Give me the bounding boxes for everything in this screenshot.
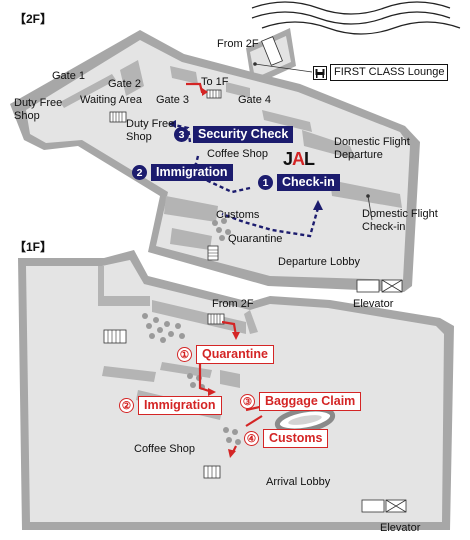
departure-step-checkin: 1 Check-in [258,174,340,191]
step-label: Check-in [277,174,340,191]
checkin-pointer [367,195,373,221]
elevator-lower-label: Elevator [380,522,421,534]
airline-logo: JAL [283,149,315,169]
gate-3-label: Gate 3 [156,94,190,106]
arrival-step-baggage-claim: ③ Baggage Claim [240,392,362,411]
gate-4-label: Gate 4 [238,94,272,106]
lounge-icon [313,65,327,80]
elevator-2f-symbol [356,279,403,293]
sea-waves [251,1,461,35]
from-2f-label-lower: From 2F [212,298,254,310]
domestic-flight-checkin-label: Domestic Flight Check-in [362,208,438,233]
arrival-step-customs: ④ Customs [244,429,329,448]
step-number: ④ [244,431,259,446]
step-label: Security Check [193,126,294,143]
step-number: 3 [174,127,189,142]
quarantine-upper-label: Quarantine [228,233,283,245]
people-icons-2f [212,218,231,241]
lower-floor-plan [18,250,454,530]
duty-free-shop-center-label: Duty Free Shop [126,118,175,143]
gate-1-label: Gate 1 [52,70,86,82]
step-number: ① [177,347,192,362]
coffee-shop-upper-label: Coffee Shop [207,148,268,160]
departure-step-security-check: 3 Security Check [174,126,294,143]
step-label: Immigration [151,164,233,181]
step-label: Customs [263,429,329,448]
step-number: ② [119,398,134,413]
floor-label-1f: 【1F】 [14,240,53,254]
first-class-lounge: FIRST CLASS Lounge [313,64,449,81]
people-icons-1f [142,313,241,445]
waiting-area-label: Waiting Area [80,94,142,106]
coffee-shop-lower-label: Coffee Shop [134,443,195,455]
floor-label-2f: 【2F】 [14,12,53,26]
customs-upper-label: Customs [216,209,260,221]
arrival-step-quarantine: ① Quarantine [177,345,274,364]
duty-free-shop-left-label: Duty Free Shop [14,97,63,122]
domestic-flight-departure-label: Domestic Flight Departure [334,136,410,161]
arrival-lobby-label: Arrival Lobby [266,476,331,488]
departure-step-immigration: 2 Immigration [132,164,233,181]
transfer-route-2f [186,82,208,96]
step-label: Baggage Claim [259,392,362,411]
step-number: 1 [258,175,273,190]
step-number: ③ [240,394,255,409]
from-2f-label-upper: From 2F [217,38,259,50]
arrival-arrowheads [208,332,240,458]
step-label: Quarantine [196,345,274,364]
lounge-label: FIRST CLASS Lounge [330,64,449,81]
elevator-1f-symbol [361,499,407,513]
step-label: Immigration [138,396,222,415]
lounge-pointer [254,63,313,73]
departure-lobby-label: Departure Lobby [278,256,360,268]
arrival-step-immigration: ② Immigration [119,396,222,415]
to-1f-label: To 1F [201,76,229,88]
gate-2-label: Gate 2 [108,78,142,90]
departure-arrowheads [168,120,323,210]
step-number: 2 [132,165,147,180]
elevator-upper-label: Elevator [353,298,394,310]
upper-floor-plan [10,28,420,293]
